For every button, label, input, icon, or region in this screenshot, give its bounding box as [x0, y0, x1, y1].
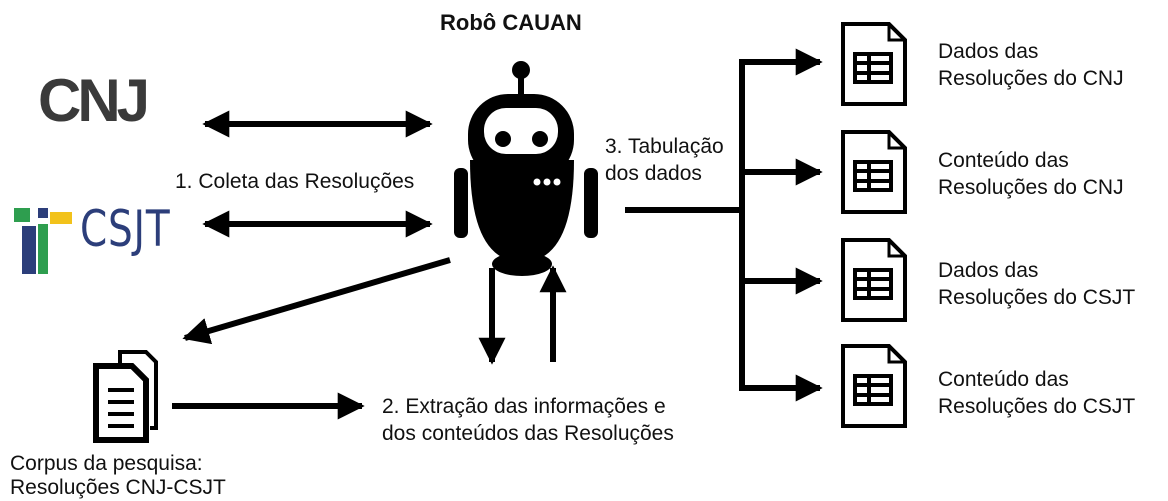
spreadsheet-file-icon	[841, 22, 907, 106]
output-3-line1: Dados das	[938, 259, 1039, 282]
output-3-line2: Resoluções do CSJT	[938, 286, 1136, 309]
spreadsheet-file-icon	[841, 130, 907, 214]
csjt-logo: CSJT	[80, 200, 171, 258]
step2-label-line2: dos conteúdos das Resoluções	[382, 422, 674, 445]
robot-icon	[454, 61, 598, 276]
step3-label-line1: 3. Tabulação	[605, 135, 724, 158]
document-stack-icon	[93, 350, 158, 443]
output-1-line2: Resoluções do CNJ	[938, 67, 1124, 90]
output-2-line2: Resoluções do CNJ	[938, 176, 1124, 199]
diagram-title: Robô CAUAN	[440, 10, 582, 35]
step2-label-line1: 2. Extração das informações e	[382, 395, 666, 418]
output-2-line1: Conteúdo das	[938, 149, 1069, 172]
csjt-logo-mark-icon	[14, 208, 72, 274]
cnj-logo: CNJ	[38, 67, 150, 134]
step3-label-line2: dos dados	[605, 162, 702, 185]
output-4-line2: Resoluções do CSJT	[938, 395, 1136, 418]
output-1-line1: Dados das	[938, 40, 1039, 63]
robot-to-corpus-arrow	[182, 257, 451, 345]
corpus-label-line1: Corpus da pesquisa:	[10, 452, 203, 475]
output-4-line1: Conteúdo das	[938, 368, 1069, 391]
spreadsheet-file-icon	[841, 344, 907, 428]
corpus-label-line2: Resoluções CNJ-CSJT	[10, 476, 226, 499]
step1-label: 1. Coleta das Resoluções	[175, 170, 415, 193]
spreadsheet-file-icon	[841, 238, 907, 322]
